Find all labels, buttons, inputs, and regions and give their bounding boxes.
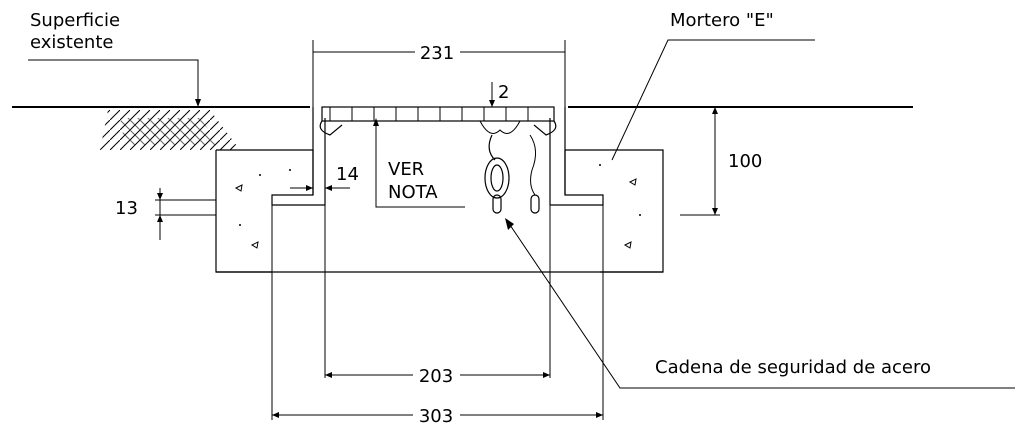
ver-label: VER	[388, 159, 424, 180]
cadena-label: Cadena de seguridad de acero	[655, 357, 931, 378]
dimension-gap: 2	[489, 82, 509, 107]
dim-outer-width-label: 303	[419, 406, 453, 427]
dim-top-width-label: 231	[420, 43, 454, 64]
grating	[319, 106, 557, 136]
concrete-aggregate-marks	[234, 164, 641, 249]
dim-lip-label: 14	[336, 164, 359, 185]
dimension-step: 13	[115, 188, 216, 240]
dimension-outer-width: 303	[272, 406, 603, 427]
label-cadena: Cadena de seguridad de acero	[505, 218, 1015, 389]
dimension-lip: 14	[290, 164, 359, 191]
dimension-top-width: 231	[312, 40, 566, 107]
dim-depth-label: 100	[728, 151, 762, 172]
nota-label: NOTA	[388, 182, 438, 203]
dim-gap-label: 2	[498, 82, 509, 103]
label-ver-nota: VER NOTA	[373, 118, 465, 208]
dimension-inner-width: 203	[325, 366, 550, 387]
dimension-depth: 100	[680, 107, 762, 216]
safety-chain	[484, 134, 540, 214]
mortar-base-right	[550, 149, 664, 273]
superficie-line1: Superficie	[30, 10, 120, 31]
label-mortero: Mortero "E"	[611, 10, 815, 161]
dim-step-label: 13	[115, 198, 138, 219]
mortero-label: Mortero "E"	[670, 10, 774, 31]
existing-soil-hatch	[100, 110, 240, 150]
mortar-base-left	[215, 149, 325, 273]
label-superficie: Superficie existente	[28, 10, 201, 107]
dim-inner-width-label: 203	[419, 366, 453, 387]
superficie-line2: existente	[30, 32, 113, 53]
